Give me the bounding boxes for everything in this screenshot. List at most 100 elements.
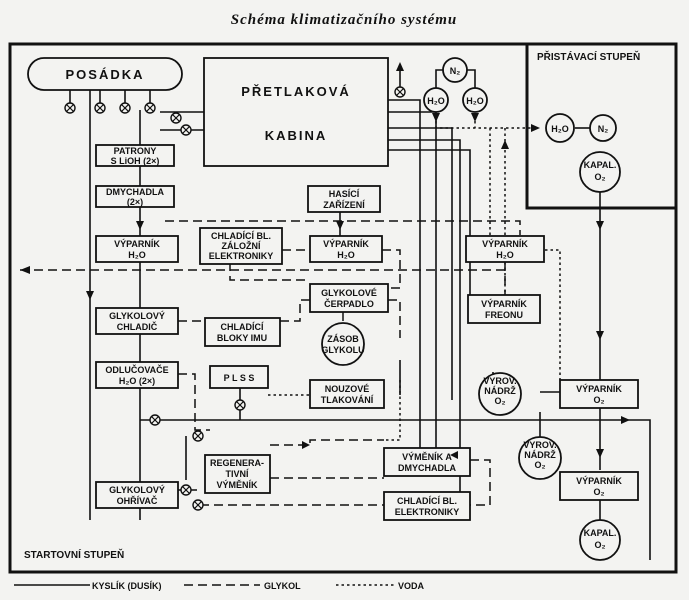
svg-text:POSÁDKA: POSÁDKA (65, 67, 144, 82)
svg-text:CHLADÍCÍ: CHLADÍCÍ (221, 322, 264, 332)
svg-text:NOUZOVÉ: NOUZOVÉ (325, 384, 370, 394)
svg-text:H₂O: H₂O (427, 96, 445, 106)
svg-text:VÝMĚNÍK A: VÝMĚNÍK A (402, 451, 452, 462)
svg-text:VÝPARNÍK: VÝPARNÍK (481, 298, 527, 309)
svg-text:VÝPARNÍK: VÝPARNÍK (323, 238, 369, 249)
arrow-right-icon (302, 441, 310, 449)
backup-electronics-cooling: CHLADÍCÍ BL. ZÁLOŽNÍ ELEKTRONIKY (199, 227, 283, 265)
arrow-down-icon (596, 221, 604, 230)
landing-stage-frame (525, 44, 676, 210)
imu-cooling-blocks: CHLADÍCÍ BLOKY IMU (204, 317, 281, 347)
svg-text:CHLADÍCÍ BL.: CHLADÍCÍ BL. (211, 231, 271, 241)
oxygen-evaporator-lower: VÝPARNÍK O₂ (559, 471, 639, 501)
launch-stage-label: STARTOVNÍ STUPEŇ (24, 548, 124, 561)
liquid-oxygen-tank-lower: KAPAL. O₂ (579, 519, 621, 561)
water-separators: ODLUČOVAČE H₂O (2×) (95, 361, 179, 389)
water-evaporator-right: VÝPARNÍK H₂O (465, 235, 545, 263)
valve-icon (170, 112, 182, 124)
glycol-cooler: GLYKOLOVÝ CHLADIČ (95, 307, 179, 335)
legend: KYSLÍK (DUSÍK) GLYKOL VODA (14, 581, 425, 591)
arrow-left-icon (20, 266, 30, 274)
svg-text:GLYKOLOVÝ: GLYKOLOVÝ (109, 484, 165, 495)
electronics-cooling: CHLADÍCÍ BL. ELEKTRONIKY (383, 491, 471, 521)
water-evaporator-middle: VÝPARNÍK H₂O (309, 235, 383, 263)
arrow-right-icon (531, 124, 540, 132)
svg-text:CHLADIČ: CHLADIČ (117, 321, 158, 332)
svg-text:ELEKTRONIKY: ELEKTRONIKY (209, 251, 274, 261)
oxygen-evaporator-upper: VÝPARNÍK O₂ (559, 379, 639, 409)
arrow-down-icon (136, 221, 144, 230)
svg-text:H₂O: H₂O (337, 250, 355, 260)
svg-text:O₂: O₂ (594, 395, 605, 405)
valve-icon (94, 102, 106, 114)
water-tank-landing: H₂O (545, 113, 575, 143)
arrow-down-icon (86, 291, 94, 300)
legend-oxygen: KYSLÍK (DUSÍK) (92, 581, 162, 591)
lioh-cartridges: PATRONY S LiOH (2×) (95, 144, 175, 167)
svg-text:REGENERA-: REGENERA- (210, 458, 264, 468)
svg-text:FREONU: FREONU (485, 310, 523, 320)
svg-text:ZAŘÍZENÍ: ZAŘÍZENÍ (323, 199, 365, 210)
arrow-down-icon (336, 221, 344, 230)
svg-text:VYROV.: VYROV. (523, 440, 556, 450)
fire-extinguisher: HASÍCÍ ZAŘÍZENÍ (307, 185, 381, 213)
valve-icon (64, 102, 76, 114)
svg-text:OHŘÍVAČ: OHŘÍVAČ (117, 495, 158, 506)
diagram-title: Schéma klimatizačního systému (231, 12, 458, 28)
arrow-down-icon (596, 449, 604, 458)
water-evaporator-left: VÝPARNÍK H₂O (95, 235, 179, 263)
svg-text:ZÁSOB: ZÁSOB (327, 334, 359, 344)
surge-tank-o2-upper: VYROV. NÁDRŽ O₂ (478, 372, 522, 416)
arrow-down-icon (596, 331, 604, 340)
landing-stage-label: PŘISTÁVACÍ STUPEŇ (537, 50, 640, 63)
valve-icon (180, 124, 192, 136)
legend-glycol: GLYKOL (264, 581, 301, 591)
svg-text:VÝPARNÍK: VÝPARNÍK (114, 238, 160, 249)
svg-text:VÝPARNÍK: VÝPARNÍK (576, 475, 622, 486)
svg-text:GLYKOLOVÉ: GLYKOLOVÉ (321, 288, 377, 298)
freon-evaporator: VÝPARNÍK FREONU (467, 294, 541, 324)
glycol-reservoir: ZÁSOB GLYKOLU (321, 322, 365, 366)
svg-text:O₂: O₂ (535, 460, 546, 470)
svg-text:VÝPARNÍK: VÝPARNÍK (482, 238, 528, 249)
crew-capsule: POSÁDKA (27, 57, 183, 91)
svg-text:O₂: O₂ (595, 540, 606, 550)
nitrogen-tank-top: N₂ (442, 57, 468, 83)
valve-icons (64, 86, 406, 511)
svg-text:(2×): (2×) (127, 197, 143, 207)
water-tank-2: H₂O (462, 87, 488, 113)
arrow-up-icon (396, 62, 404, 71)
svg-text:DMYCHADLA: DMYCHADLA (398, 463, 456, 473)
valve-icon (149, 414, 161, 426)
svg-text:O₂: O₂ (594, 487, 605, 497)
valve-icon (234, 399, 246, 411)
svg-text:O₂: O₂ (495, 396, 506, 406)
water-tank-1: H₂O (423, 87, 449, 113)
valve-icon (192, 430, 204, 442)
launch-stage-frame (8, 42, 678, 574)
svg-text:ČERPADLO: ČERPADLO (324, 298, 374, 309)
svg-text:VÝPARNÍK: VÝPARNÍK (576, 383, 622, 394)
svg-text:CHLADÍCÍ BL.: CHLADÍCÍ BL. (397, 496, 457, 506)
svg-text:GLYKOLOVÝ: GLYKOLOVÝ (109, 310, 165, 321)
emergency-pressurization: NOUZOVÉ TLAKOVÁNÍ (309, 379, 385, 409)
svg-text:P L S S: P L S S (224, 373, 255, 383)
svg-text:H₂O (2×): H₂O (2×) (119, 376, 155, 386)
svg-text:O₂: O₂ (595, 172, 606, 182)
svg-text:KABINA: KABINA (265, 128, 328, 143)
svg-text:TIVNÍ: TIVNÍ (225, 469, 249, 479)
svg-text:N₂: N₂ (598, 124, 609, 134)
blowers: DMYCHADLA (2×) (95, 185, 175, 208)
svg-text:HASÍCÍ: HASÍCÍ (329, 189, 360, 199)
exchanger-and-blowers: VÝMĚNÍK A DMYCHADLA (383, 447, 471, 477)
svg-text:NÁDRŽ: NÁDRŽ (484, 385, 516, 396)
svg-text:GLYKOLU: GLYKOLU (321, 345, 364, 355)
pressurized-cabin: PŘETLAKOVÁ KABINA (203, 57, 389, 167)
arrow-left-icon (450, 451, 458, 459)
svg-text:S LiOH (2×): S LiOH (2×) (111, 156, 160, 166)
svg-text:H₂O: H₂O (496, 250, 514, 260)
valve-icon (180, 484, 192, 496)
plss: P L S S (209, 365, 269, 389)
valve-icon (192, 499, 204, 511)
